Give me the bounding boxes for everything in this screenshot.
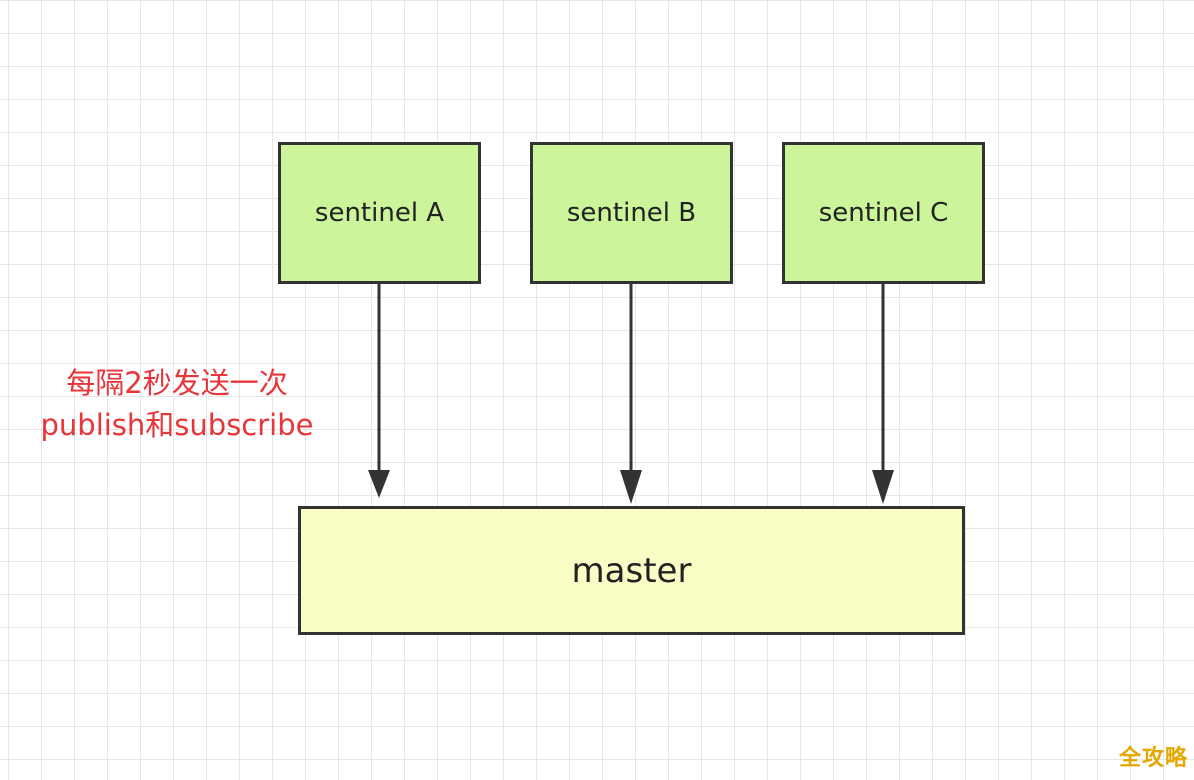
arrow-sentinel-c-to-master <box>872 284 894 504</box>
master-label: master <box>571 550 692 591</box>
arrow-sentinel-b-to-master <box>620 284 642 504</box>
sentinel-a-label: sentinel A <box>314 198 445 228</box>
sentinel-b-node: sentinel B <box>530 142 733 284</box>
annotation-text: 每隔2秒发送一次 publish和subscribe <box>20 362 334 446</box>
arrow-sentinel-a-to-master <box>368 284 390 498</box>
watermark: 全攻略 <box>1118 746 1188 771</box>
annotation-line-2: publish和subscribe <box>40 408 314 442</box>
sentinel-c-node: sentinel C <box>782 142 985 284</box>
sentinel-b-label: sentinel B <box>566 198 697 228</box>
sentinel-c-label: sentinel C <box>818 198 949 228</box>
sentinel-a-node: sentinel A <box>278 142 481 284</box>
annotation-line-1: 每隔2秒发送一次 <box>66 366 288 400</box>
master-node: master <box>298 506 965 635</box>
